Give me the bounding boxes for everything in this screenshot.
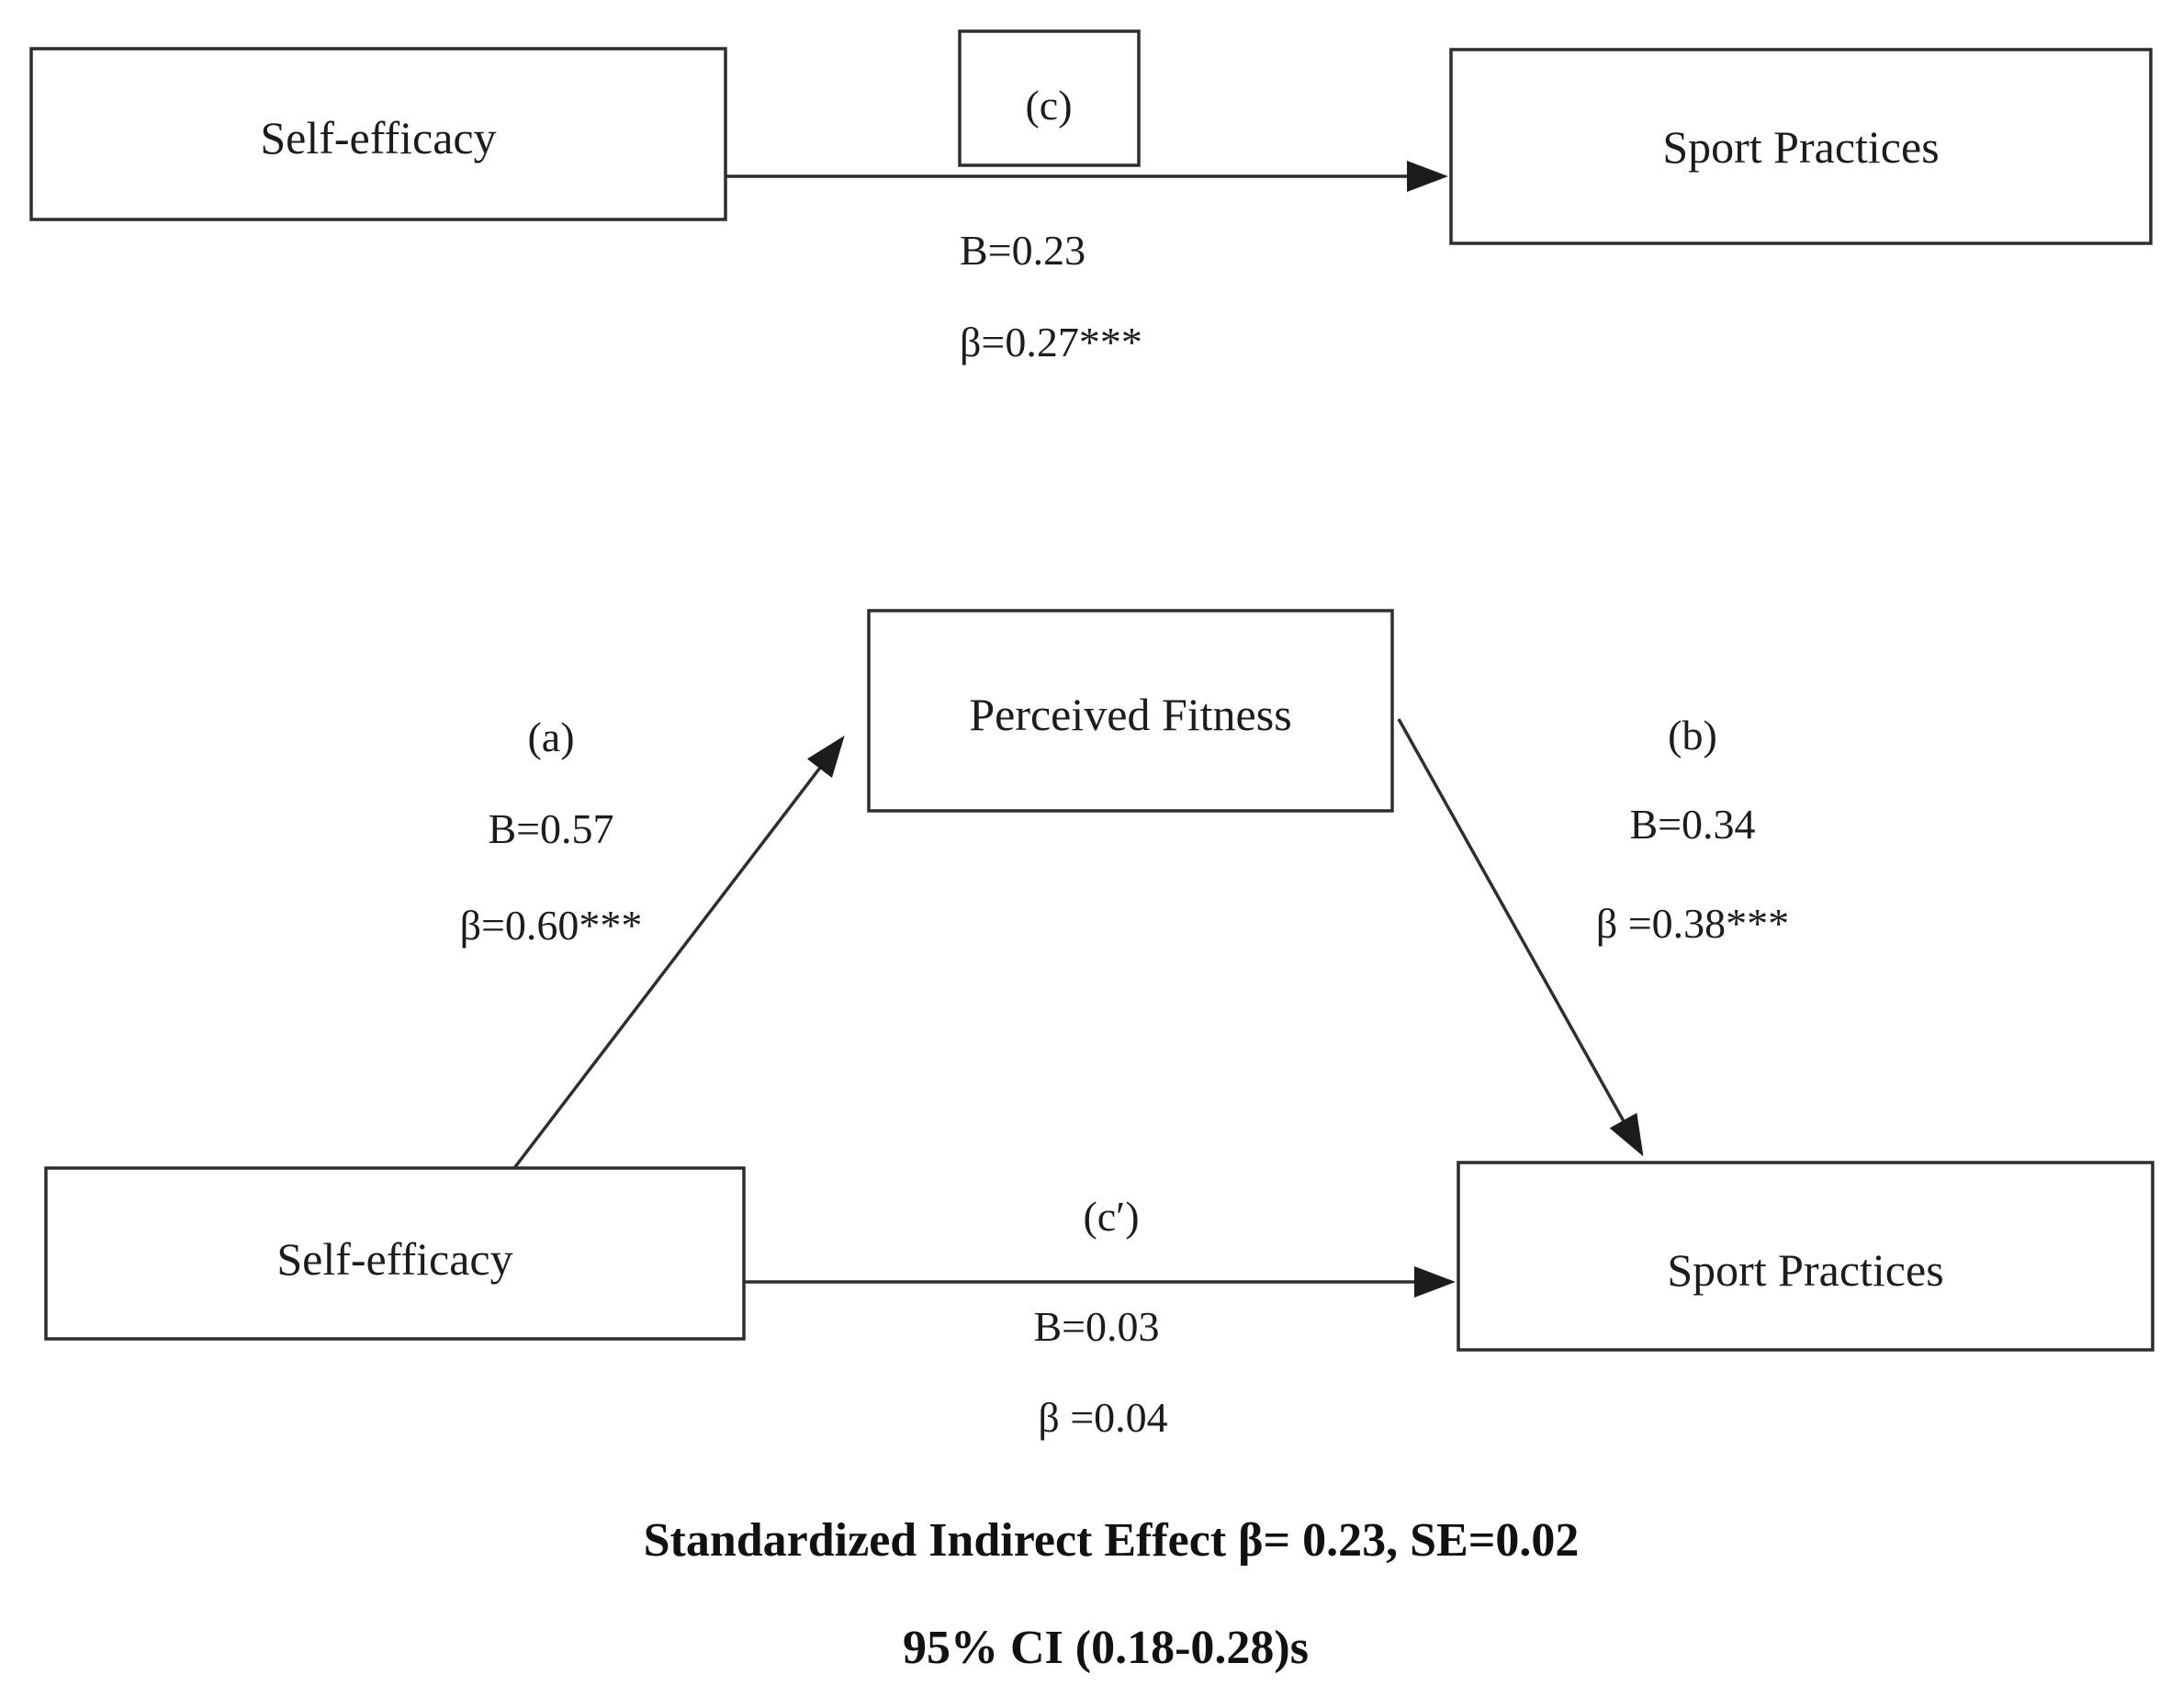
box-top-sport-practices-label: Sport Practices [1662, 121, 1939, 173]
box-bottom-sport-practices [1457, 1161, 2154, 1352]
confidence-interval-summary: 95% CI (0.18-0.28)s [903, 1622, 1309, 1674]
path-b-arrow [1397, 718, 1644, 1157]
path-c-prime-beta-value: β =0.04 [1038, 1394, 1167, 1441]
box-perceived-fitness [867, 609, 1394, 813]
path-c-beta-value: β=0.27*** [960, 319, 1142, 365]
indirect-effect-summary: Standardized Indirect Effect β= 0.23, SE… [644, 1514, 1580, 1567]
box-perceived-fitness-label: Perceived Fitness [969, 689, 1291, 740]
path-c-prime-label: (c′) [1083, 1193, 1139, 1240]
box-bottom-sport-practices-label: Sport Practices [1667, 1244, 1943, 1296]
path-c-prime-b-value: B=0.03 [1033, 1303, 1159, 1350]
box-top-sport-practices [1449, 48, 2153, 245]
path-b-label: (b) [1668, 712, 1717, 758]
path-a-beta-value: β=0.60*** [460, 902, 643, 949]
path-a-arrow [512, 736, 845, 1170]
path-b-b-value: B=0.34 [1629, 801, 1755, 848]
box-path-c-label [958, 29, 1141, 167]
box-bottom-self-efficacy [44, 1166, 746, 1341]
path-a-label: (a) [527, 714, 574, 760]
box-bottom-self-efficacy-label: Self-efficacy [276, 1233, 512, 1285]
path-b-beta-value: β =0.38*** [1596, 900, 1789, 947]
path-c-b-value: B=0.23 [960, 227, 1086, 274]
path-a-b-value: B=0.57 [488, 805, 613, 852]
path-c-label: (c) [1025, 82, 1072, 129]
box-top-self-efficacy-label: Self-efficacy [260, 112, 496, 163]
box-top-self-efficacy [29, 47, 727, 221]
